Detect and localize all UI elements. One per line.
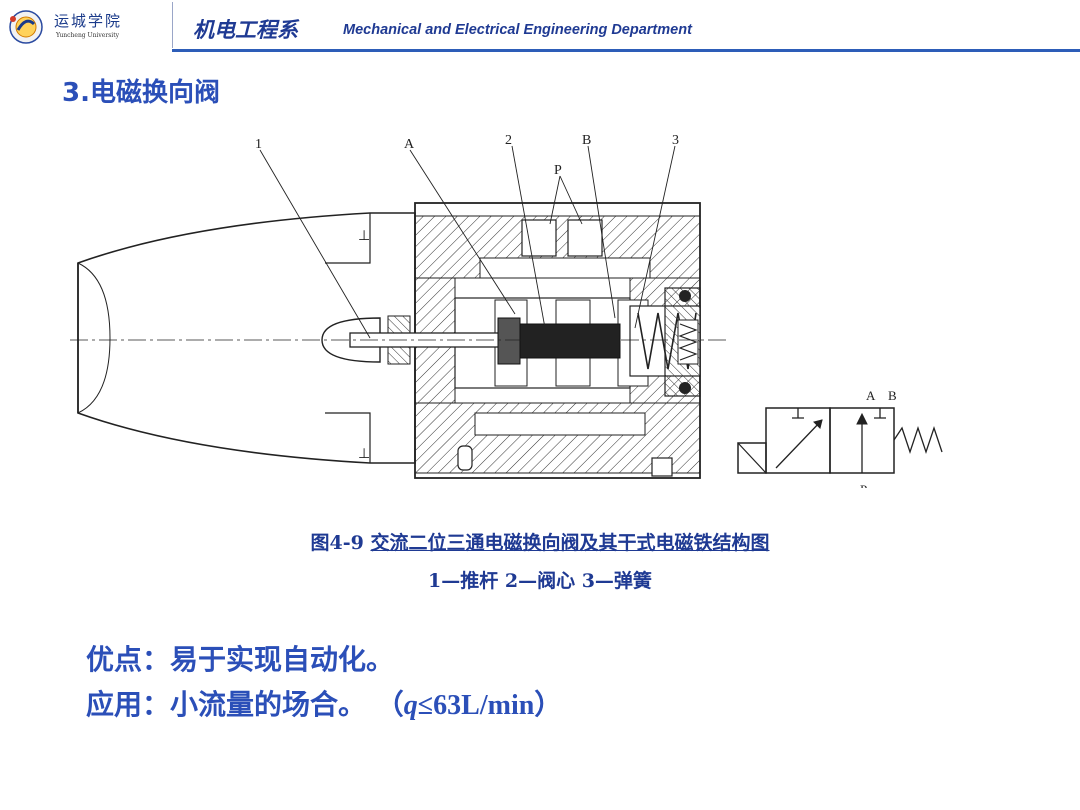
housing-inner-bottom <box>325 412 371 463</box>
svg-text:⊥: ⊥ <box>358 446 370 462</box>
application-label: 应用： <box>86 688 171 721</box>
slide-title: 3.电磁换向阀 <box>62 78 220 108</box>
caption-title: 交流二位三通电磁换向阀及其干式电磁铁结构图 <box>370 532 770 554</box>
advantage-text: 易于实现自动化。 <box>170 643 395 676</box>
return-spring <box>893 425 943 455</box>
housing-inner-curve <box>77 262 111 414</box>
label-spring-3: 3 <box>672 133 679 148</box>
header-separator <box>172 2 173 48</box>
svg-text:⊥: ⊥ <box>358 228 370 244</box>
spool <box>519 323 621 359</box>
department-name-en: Mechanical and Electrical Engineering De… <box>343 22 692 38</box>
advantage-line: 优点：易于实现自动化。 <box>86 638 394 678</box>
housing-inner-top <box>325 213 371 264</box>
spool-land-left <box>497 317 521 365</box>
label-spool-2: 2 <box>505 133 512 148</box>
solenoid-valve-diagram: ⊥ ⊥ 1 A 2 P B 3 <box>70 133 943 488</box>
port-p-left <box>521 219 557 257</box>
university-name-en: Yuncheng University <box>56 32 120 39</box>
university-logo: 运城学院 Yuncheng University <box>6 8 166 46</box>
flow-variable: q <box>403 690 418 721</box>
university-name: 运城学院 <box>54 12 123 30</box>
symbol-label-b: B <box>888 388 897 403</box>
header-divider <box>172 49 1080 52</box>
advantage-label: 优点： <box>86 643 171 676</box>
figure-caption: 图4-9 交流二位三通电磁换向阀及其干式电磁铁结构图 <box>0 528 1080 555</box>
o-ring-bottom <box>679 382 691 394</box>
label-port-a: A <box>404 137 415 152</box>
application-text: 小流量的场合。 <box>170 688 367 721</box>
symbol-label-p: P <box>860 482 867 488</box>
bottom-passage <box>474 412 646 436</box>
application-line: 应用：小流量的场合。 （q≤63L/min） <box>86 683 562 723</box>
hydraulic-symbol <box>737 407 943 474</box>
oil-gallery <box>479 257 651 279</box>
symbol-label-a: A <box>866 388 876 403</box>
port-p-right <box>567 219 603 257</box>
label-pushrod-1: 1 <box>255 137 262 152</box>
label-port-p: P <box>554 163 562 178</box>
figure-caption-parts: 1—推杆 2—阀心 3—弹簧 <box>428 570 652 592</box>
drain-plug <box>457 445 473 471</box>
university-emblem-icon <box>9 10 43 44</box>
label-port-b: B <box>582 133 591 148</box>
o-ring-top <box>679 290 691 302</box>
slide-header: 运城学院 Yuncheng University 机电工程系 Mechanica… <box>0 0 1080 52</box>
flow-formula: （q≤63L/min） <box>375 690 563 721</box>
bottom-tap <box>651 457 673 477</box>
caption-prefix: 图4-9 <box>310 532 364 554</box>
department-name-cn: 机电工程系 <box>193 18 298 42</box>
